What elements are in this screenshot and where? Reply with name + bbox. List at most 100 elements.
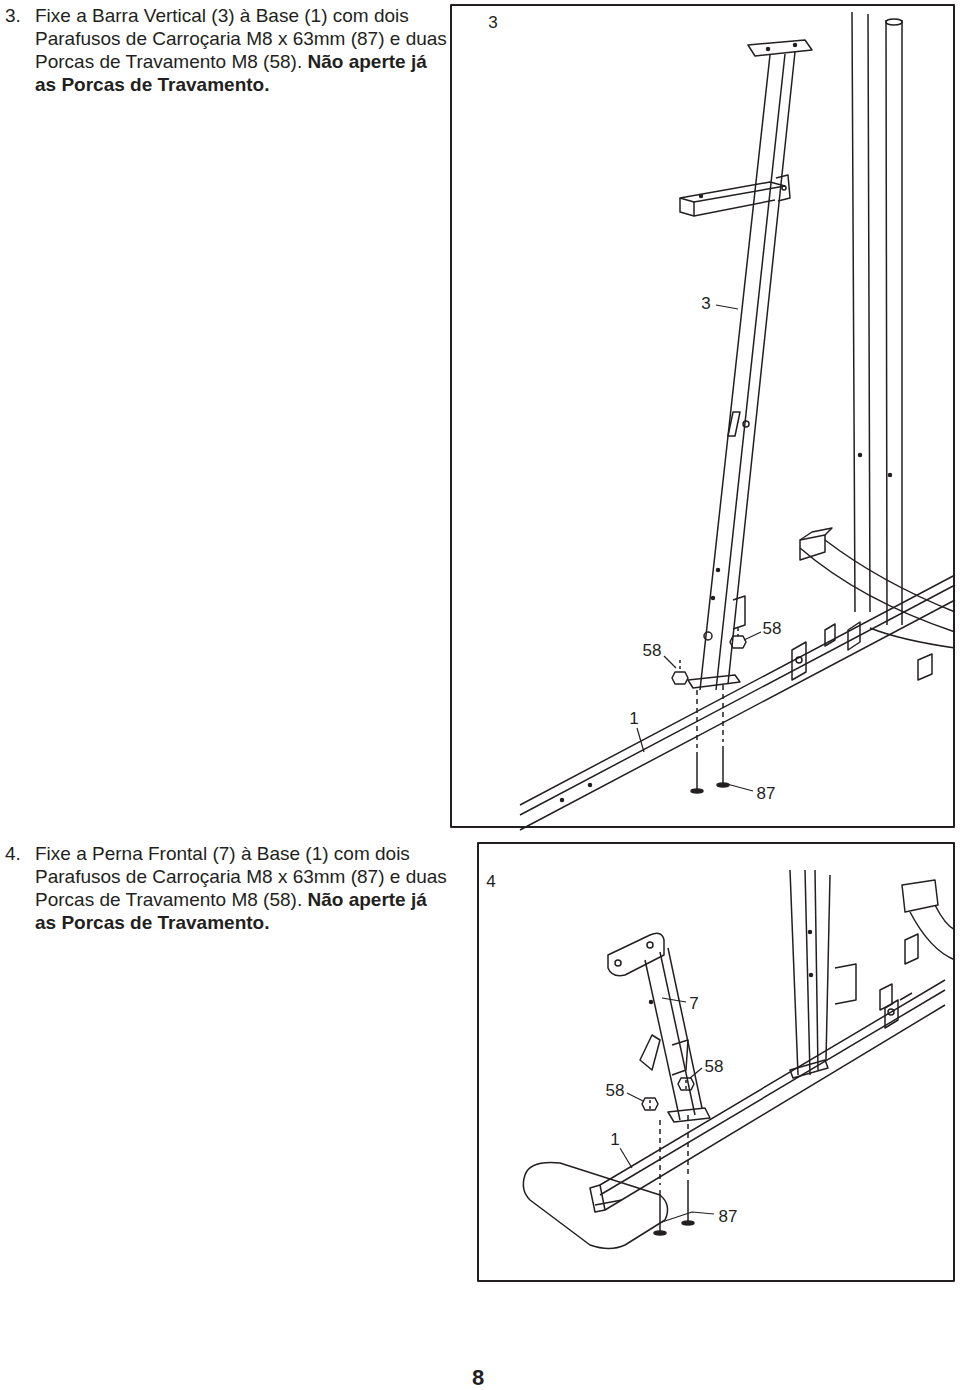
front-leg: [650, 1001, 653, 1004]
vertical-bar-4: [790, 1060, 828, 1078]
step-text: Fixe a Perna Frontal (7) à Base (1) com …: [5, 842, 453, 934]
step-text: Fixe a Barra Vertical (3) à Base (1) com…: [5, 4, 453, 96]
callout-number: 3: [700, 294, 711, 313]
front-leg: [608, 933, 664, 975]
callout-number: 1: [609, 1130, 620, 1149]
callout-number: 87: [756, 784, 777, 803]
bolts-and-nuts-4: [642, 1078, 694, 1235]
figure-frame: [478, 843, 954, 1281]
vertical-bar-4: [809, 931, 812, 934]
curved-arm-4: [880, 880, 955, 1010]
vertical-bar: [716, 54, 785, 690]
callout-number: 7: [688, 994, 699, 1013]
bolts-and-nuts-4: [660, 1115, 688, 1185]
vertical-bar-4: [810, 974, 813, 977]
horizontal-arm: [680, 175, 790, 216]
step-number: 3.: [5, 4, 21, 27]
front-leg: [668, 948, 702, 1108]
leader-line: [627, 1093, 643, 1101]
horizontal-arm: [680, 198, 694, 216]
callout-number: 58: [605, 1081, 626, 1100]
base-tube: [520, 600, 955, 830]
curved-arm-4: [880, 984, 892, 1010]
curved-arm-4: [935, 905, 955, 930]
base-tube-4: [590, 1185, 605, 1212]
leader-line: [637, 728, 644, 752]
vertical-bar-4: [805, 870, 810, 1075]
curved-arm: [918, 654, 932, 680]
leader-line: [662, 1212, 714, 1222]
callout-number: 3: [487, 13, 498, 32]
curved-arm-4: [902, 880, 938, 912]
base-tube-4: [595, 1200, 622, 1205]
vertical-bar: [717, 569, 720, 572]
curved-arm: [800, 548, 955, 632]
front-leg: [647, 942, 653, 948]
curved-arm: [800, 528, 955, 680]
base-tube-4: [600, 990, 945, 1195]
vertical-bar: [733, 596, 745, 629]
front-leg: [672, 1040, 688, 1075]
curved-arm: [825, 540, 955, 612]
callout-number: 58: [642, 641, 663, 660]
leader-line: [664, 656, 676, 668]
vertical-bar: [688, 675, 740, 688]
vertical-bar: [748, 40, 812, 56]
vertical-bar: [743, 421, 749, 427]
bolts-and-nuts-4: [642, 1098, 658, 1110]
callout-number: 87: [718, 1207, 739, 1226]
vertical-bar: [728, 412, 740, 436]
foot-plate: [523, 1163, 667, 1249]
vertical-bar: [728, 52, 795, 684]
bolts-and-nuts-3: [691, 789, 703, 793]
callout-number: 1: [628, 709, 639, 728]
bolts-and-nuts-4: [654, 1231, 666, 1235]
bolts-and-nuts-3: [697, 685, 723, 748]
horizontal-arm: [694, 200, 775, 216]
vertical-bar: [688, 40, 812, 690]
leader-line: [716, 305, 738, 309]
vertical-bar: [712, 597, 715, 600]
vertical-bar-4: [790, 870, 856, 1078]
base-tube: [520, 575, 955, 830]
base-tube-4: [900, 993, 912, 1000]
leader-line: [620, 1148, 632, 1168]
leader-line: [662, 998, 686, 1002]
bolts-and-nuts-3: [672, 628, 746, 793]
right-upright-poles: [852, 12, 902, 625]
right-upright-poles: [852, 12, 870, 612]
figure-frame: [451, 5, 954, 827]
horizontal-arm: [680, 182, 785, 202]
page-number: 8: [471, 1368, 485, 1387]
right-upright-poles: [886, 20, 902, 625]
front-leg: [660, 952, 695, 1115]
callout-number: 58: [704, 1057, 725, 1076]
leader-line: [620, 305, 761, 1222]
bolts-and-nuts-3: [680, 628, 738, 672]
leader-line: [744, 632, 761, 640]
base-tube-4: [600, 980, 945, 1185]
right-upright-poles: [886, 19, 902, 25]
horizontal-arm: [782, 186, 786, 190]
base-tube-4: [590, 980, 945, 1212]
bolts-and-nuts-4: [682, 1221, 694, 1225]
base-tube: [825, 624, 835, 646]
curved-arm-4: [910, 912, 955, 960]
curved-arm-4: [905, 934, 918, 964]
bolts-and-nuts-4: [678, 1078, 694, 1090]
right-upright-poles: [859, 454, 862, 457]
step-instruction: 3.Fixe a Barra Vertical (3) à Base (1) c…: [5, 4, 453, 96]
horizontal-arm: [700, 195, 703, 198]
vertical-bar: [704, 632, 712, 640]
base-tube-4: [605, 1005, 945, 1210]
step-instruction: 4.Fixe a Perna Frontal (7) à Base (1) co…: [5, 842, 453, 934]
callout-number: 4: [485, 872, 496, 891]
foot-plate: [523, 1163, 667, 1249]
base-tube: [796, 657, 802, 663]
vertical-bar-4: [835, 964, 856, 1004]
front-leg: [640, 1035, 660, 1070]
base-tube: [520, 585, 955, 815]
vertical-bar-4: [815, 870, 818, 1070]
bolts-and-nuts-3: [672, 672, 688, 684]
